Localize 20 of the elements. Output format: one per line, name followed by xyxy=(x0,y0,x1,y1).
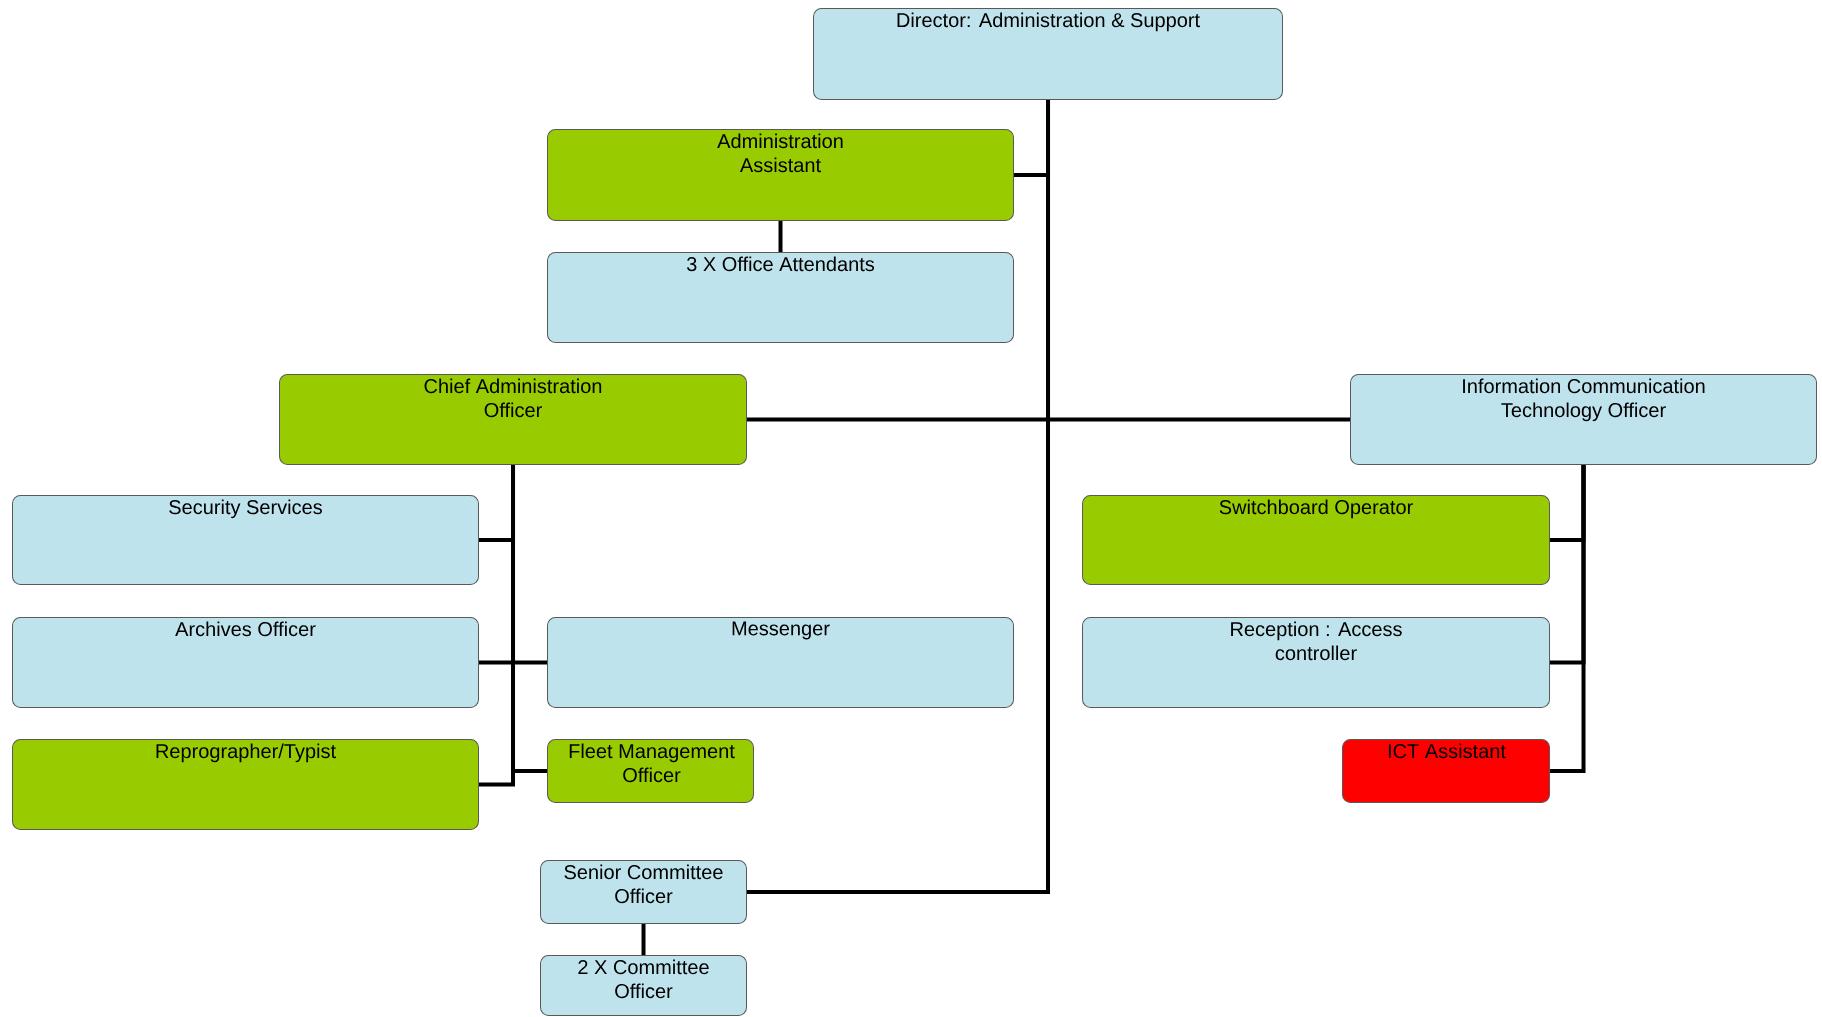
org-box: 3 X Office Attendants xyxy=(547,252,1014,343)
org-box: Archives Officer xyxy=(12,617,479,708)
connector-line xyxy=(747,100,1050,894)
org-box: 2 X Committee Officer xyxy=(540,955,747,1016)
org-box: Switchboard Operator xyxy=(1082,495,1550,585)
connector-line xyxy=(778,221,783,252)
org-box: Senior Committee Officer xyxy=(540,860,747,924)
org-box: Information Communication Technology Officer xyxy=(1350,374,1818,465)
org-box: Security Services xyxy=(12,495,479,585)
connector-line xyxy=(641,924,646,955)
org-box: Reprographer/Typist xyxy=(12,739,479,830)
org-box: Reception : Access controller xyxy=(1082,617,1550,708)
org-box: ICT Assistant xyxy=(1342,739,1550,803)
org-box: Chief Administration Officer xyxy=(279,374,747,465)
org-box: Fleet Management Officer xyxy=(547,739,754,803)
org-box: Director: Administration & Support xyxy=(813,8,1283,100)
connector-line xyxy=(511,465,547,773)
org-box: Administration Assistant xyxy=(547,129,1014,221)
org-box: Messenger xyxy=(547,617,1014,708)
connector-line xyxy=(1550,465,1586,773)
